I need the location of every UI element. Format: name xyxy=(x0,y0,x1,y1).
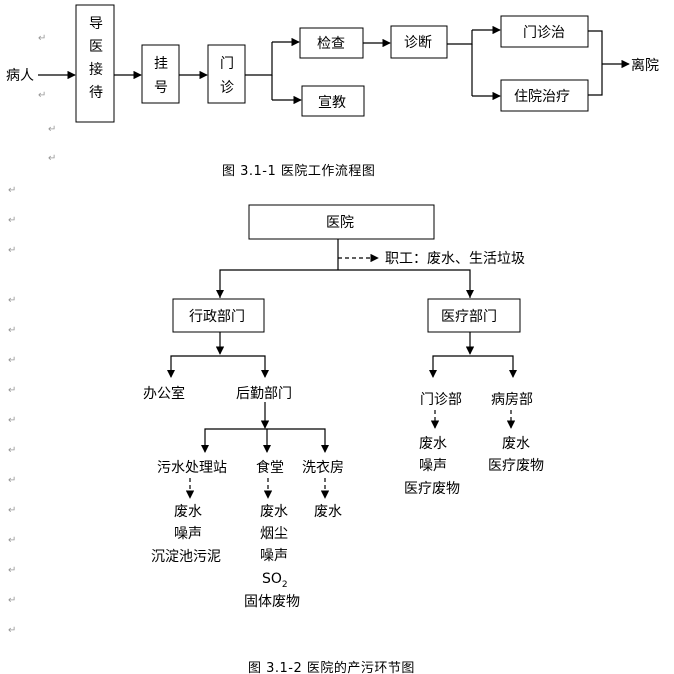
para-mark: ↵ xyxy=(8,245,16,256)
para-mark: ↵ xyxy=(8,445,16,456)
hospital-label: 医院 xyxy=(326,215,354,231)
admin-dept-box xyxy=(172,298,265,333)
register-char: 号 xyxy=(154,80,168,96)
outpatient-treatment-box xyxy=(500,15,589,48)
pollutant-label: 废水 xyxy=(260,504,288,520)
pollutant-label: 固体废物 xyxy=(244,594,300,610)
para-mark: ↵ xyxy=(8,215,16,226)
pollutant-label: 废水 xyxy=(419,436,447,452)
arrowhead xyxy=(167,370,175,378)
paragraph-marks: ↵ ↵ ↵ ↵ ↵ ↵ ↵ ↵ ↵ ↵ ↵ ↵ ↵ ↵ ↵ ↵ ↵ ↵ ↵ xyxy=(8,33,56,636)
medical-dept-box xyxy=(427,298,521,333)
para-mark: ↵ xyxy=(8,595,16,606)
arrowhead xyxy=(509,370,517,378)
ward-label: 病房部 xyxy=(491,392,533,408)
outpatient-box xyxy=(207,44,246,104)
outpatient-char: 门 xyxy=(220,56,234,72)
arrowhead xyxy=(466,290,474,298)
laundry-label: 洗衣房 xyxy=(302,460,344,476)
pollutant-label: 废水 xyxy=(502,436,530,452)
para-mark: ↵ xyxy=(8,625,16,636)
exam-label: 检查 xyxy=(317,36,345,52)
line-medical-split xyxy=(432,355,514,377)
arrowhead xyxy=(216,290,224,298)
para-mark: ↵ xyxy=(48,153,56,164)
para-mark: ↵ xyxy=(8,535,16,546)
inpatient-treatment-box xyxy=(500,79,589,112)
para-mark: ↵ xyxy=(48,124,56,135)
arrowhead xyxy=(321,445,329,453)
canteen-label: 食堂 xyxy=(256,459,284,476)
logistics-label: 后勤部门 xyxy=(236,386,292,402)
reception-char: 待 xyxy=(89,85,103,101)
reception-char: 导 xyxy=(89,16,103,32)
arrowhead xyxy=(201,445,209,453)
exam-box xyxy=(299,27,364,59)
inpatient-treatment-label: 住院治疗 xyxy=(514,89,570,105)
para-mark: ↵ xyxy=(38,33,46,44)
para-mark: ↵ xyxy=(8,475,16,486)
pollutant-label: 沉淀池污泥 xyxy=(151,549,221,565)
para-mark: ↵ xyxy=(8,385,16,396)
diagnosis-label: 诊断 xyxy=(404,35,432,51)
para-mark: ↵ xyxy=(8,295,16,306)
pollutant-label: 医疗废物 xyxy=(404,481,460,497)
admin-dept-label: 行政部门 xyxy=(189,309,245,325)
so2-label: SO2 xyxy=(262,571,288,590)
sewage-station-label: 污水处理站 xyxy=(157,460,227,476)
leave-label: 离院 xyxy=(631,57,659,74)
patient-label: 病人 xyxy=(6,68,34,84)
hospital-pollution-diagram: 医院 职工：废水、生活垃圾 行政部门 医疗部门 办公室 后勤部门 污水处理站 食… xyxy=(143,204,544,674)
para-mark: ↵ xyxy=(38,90,46,101)
para-mark: ↵ xyxy=(8,355,16,366)
line-treatment-merge xyxy=(588,30,603,96)
diagram2-caption: 图 3.1-2 医院的产污环节图 xyxy=(248,660,415,674)
pollutant-label: 医疗废物 xyxy=(488,458,544,474)
para-mark: ↵ xyxy=(8,505,16,516)
arrowhead xyxy=(429,370,437,378)
outpatient-char: 诊 xyxy=(220,80,234,96)
pollutant-label: 噪声 xyxy=(419,458,447,474)
reception-box xyxy=(75,4,115,123)
line-outpatient-up xyxy=(245,42,273,76)
line-admin-split xyxy=(170,355,266,377)
line-logistics-split xyxy=(204,428,326,452)
pollutant-label: 噪声 xyxy=(174,526,202,542)
diagram1-caption: 图 3.1-1 医院工作流程图 xyxy=(222,164,375,179)
para-mark: ↵ xyxy=(8,185,16,196)
reception-char: 医 xyxy=(89,39,103,55)
clinic-label: 门诊部 xyxy=(420,392,462,408)
pollutant-label: 废水 xyxy=(314,504,342,520)
education-box xyxy=(301,85,365,117)
hospital-workflow-diagram: 病人 导 医 接 待 挂 号 门 诊 检查 宣教 诊断 门诊治 住院治 xyxy=(6,4,659,179)
pollutant-label: 噪声 xyxy=(260,548,288,564)
pollutant-label: 废水 xyxy=(174,504,202,520)
pollutant-label: 烟尘 xyxy=(260,526,288,542)
office-label: 办公室 xyxy=(143,385,185,402)
para-mark: ↵ xyxy=(8,415,16,426)
hospital-box xyxy=(248,204,435,240)
line-diagnosis-up xyxy=(447,30,473,45)
register-char: 挂 xyxy=(154,56,168,72)
register-box xyxy=(141,44,180,104)
arrowhead xyxy=(263,445,271,453)
reception-char: 接 xyxy=(89,61,103,78)
para-mark: ↵ xyxy=(8,325,16,336)
medical-dept-label: 医疗部门 xyxy=(441,309,497,325)
para-mark: ↵ xyxy=(8,565,16,576)
line-split-departments xyxy=(219,269,471,298)
outpatient-treatment-label: 门诊治 xyxy=(523,25,565,41)
diagnosis-box xyxy=(390,25,448,59)
education-label: 宣教 xyxy=(318,95,346,111)
staff-waste-label: 职工：废水、生活垃圾 xyxy=(385,251,525,267)
arrowhead xyxy=(261,370,269,378)
